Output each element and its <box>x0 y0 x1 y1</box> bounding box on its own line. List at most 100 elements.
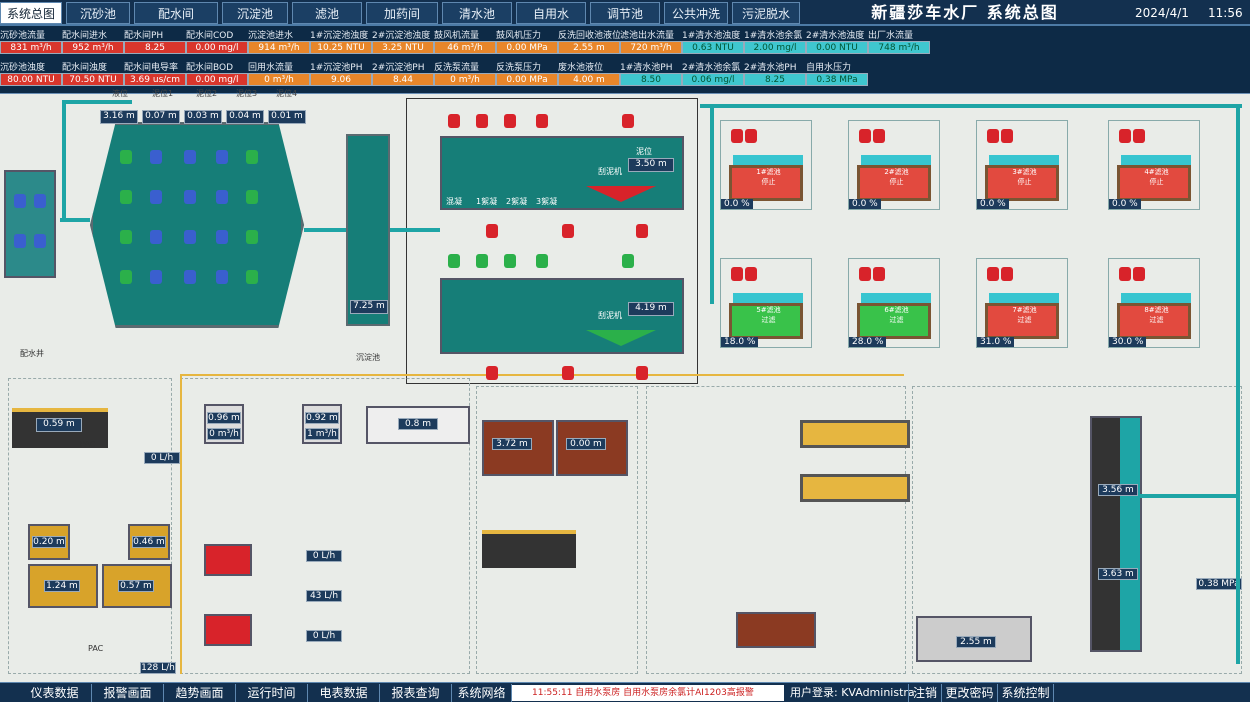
tab-sludge-dewatering[interactable]: 污泥脱水 <box>732 2 800 24</box>
btn-run-time[interactable]: 运行时间 <box>236 684 308 702</box>
zone-dewatering <box>646 386 906 674</box>
tab-public-flushing[interactable]: 公共冲洗 <box>664 2 728 24</box>
filter-valve-icon[interactable] <box>859 129 871 143</box>
tab-clear-water[interactable]: 清水池 <box>442 2 512 24</box>
grit-pump-icon[interactable] <box>184 190 196 204</box>
kpi-label: 出厂水流量 <box>868 31 914 41</box>
btn-alarm-screen[interactable]: 报警画面 <box>92 684 164 702</box>
stage-2: 2絮凝 <box>506 197 528 206</box>
filter-valve-icon[interactable] <box>731 129 743 143</box>
btn-meter-data[interactable]: 电表数据 <box>308 684 380 702</box>
btn-logout[interactable]: 注销 <box>908 684 942 702</box>
tab-sedimentation[interactable]: 沉淀池 <box>222 2 288 24</box>
sedimentation-pump-icon[interactable] <box>504 114 516 128</box>
dosing-box: 0.8 m <box>366 406 470 444</box>
filter-valve-icon[interactable] <box>1119 267 1131 281</box>
user-login-label[interactable]: 用户登录: KVAdministra <box>790 686 915 699</box>
kpi-label: 沉淀池进水 <box>248 31 294 41</box>
grit-pump-icon[interactable] <box>120 150 132 164</box>
filter-valve-icon[interactable] <box>1001 129 1013 143</box>
sedimentation-pump-icon[interactable] <box>486 224 498 238</box>
grit-pump-icon[interactable] <box>150 270 162 284</box>
sedimentation-pump-icon[interactable] <box>476 114 488 128</box>
filter-valve-icon[interactable] <box>731 267 743 281</box>
filter-valve-icon[interactable] <box>873 267 885 281</box>
btn-instrument-data[interactable]: 仪表数据 <box>18 684 92 702</box>
sedimentation-pump-icon[interactable] <box>622 114 634 128</box>
grit-pump-icon[interactable] <box>216 150 228 164</box>
filter-valve-icon[interactable] <box>1133 267 1145 281</box>
chlor-tank-a: 0.96 m 0 m³/h <box>204 404 244 444</box>
grit-pump-icon[interactable] <box>246 190 258 204</box>
sedimentation-pump-icon[interactable] <box>486 366 498 380</box>
tab-filters[interactable]: 滤池 <box>292 2 362 24</box>
sedimentation-pump-icon[interactable] <box>448 254 460 268</box>
grit-pump-icon[interactable] <box>150 230 162 244</box>
sedimentation-pump-icon[interactable] <box>504 254 516 268</box>
grit-pump-icon[interactable] <box>184 270 196 284</box>
grit-pump-icon[interactable] <box>184 150 196 164</box>
tab-distribution-room[interactable]: 配水间 <box>134 2 218 24</box>
tab-grit-chamber[interactable]: 沉砂池 <box>66 2 130 24</box>
grit-level-label-0: 液位 <box>112 89 128 98</box>
filter-valve-icon[interactable] <box>1133 129 1145 143</box>
alarm-ticker[interactable]: 11:55:11 自用水泵房 自用水泵房余氯计AI1203高报警 <box>512 685 784 701</box>
tab-dosing-room[interactable]: 加药间 <box>366 2 438 24</box>
dose-flow-3: 0 L/h <box>306 630 342 642</box>
sedimentation-pump-icon[interactable] <box>448 114 460 128</box>
kpi-label: 沉砂池流量 <box>0 31 46 41</box>
sedimentation-pump-icon[interactable] <box>536 114 548 128</box>
sedimentation-pump-icon[interactable] <box>622 254 634 268</box>
tab-system-overview[interactable]: 系统总图 <box>0 2 62 24</box>
sedimentation-pump-icon[interactable] <box>636 224 648 238</box>
grit-pump-icon[interactable] <box>246 270 258 284</box>
kpi-label: 反洗泵压力 <box>496 63 542 73</box>
grit-pump-icon[interactable] <box>120 230 132 244</box>
btn-system-control[interactable]: 系统控制 <box>998 684 1054 702</box>
sedimentation-pump-icon[interactable] <box>476 254 488 268</box>
kpi-value: 4.00 m <box>558 73 620 86</box>
tab-regulating-tank[interactable]: 调节池 <box>590 2 660 24</box>
sedimentation-pump-icon[interactable] <box>562 224 574 238</box>
btn-system-network[interactable]: 系统网络 <box>452 684 512 702</box>
filter-valve-icon[interactable] <box>987 129 999 143</box>
filter-name: 1#滤池 <box>756 168 781 176</box>
grit-pump-icon[interactable] <box>216 230 228 244</box>
tab-self-use-water[interactable]: 自用水 <box>516 2 586 24</box>
grit-pump-icon[interactable] <box>246 150 258 164</box>
grit-pump-icon[interactable] <box>120 190 132 204</box>
filter-valve-icon[interactable] <box>859 267 871 281</box>
filter-valve-icon[interactable] <box>745 267 757 281</box>
kpi-label: 鼓风机压力 <box>496 31 542 41</box>
filter-valve-icon[interactable] <box>1001 267 1013 281</box>
sedimentation-pump-icon[interactable] <box>562 366 574 380</box>
grit-pump-icon[interactable] <box>246 230 258 244</box>
filter-valve-icon[interactable] <box>987 267 999 281</box>
kpi-label: 2#沉淀池PH <box>372 63 425 73</box>
sedimentation-pump-icon[interactable] <box>636 366 648 380</box>
btn-change-password[interactable]: 更改密码 <box>942 684 998 702</box>
grit-pump-icon[interactable] <box>216 270 228 284</box>
grit-pump-icon[interactable] <box>150 150 162 164</box>
grit-pump-icon[interactable] <box>184 230 196 244</box>
kpi-value: 914 m³/h <box>248 41 310 54</box>
sedimentation-pump-icon[interactable] <box>536 254 548 268</box>
grit-pump-icon[interactable] <box>120 270 132 284</box>
filter-valve-icon[interactable] <box>745 129 757 143</box>
btn-trend-screen[interactable]: 趋势画面 <box>164 684 236 702</box>
btn-report-query[interactable]: 报表查询 <box>380 684 452 702</box>
grit-pump-icon[interactable] <box>150 190 162 204</box>
filter-valve-icon[interactable] <box>873 129 885 143</box>
grit-pump-icon[interactable] <box>216 190 228 204</box>
filter-valve-icon[interactable] <box>1119 129 1131 143</box>
